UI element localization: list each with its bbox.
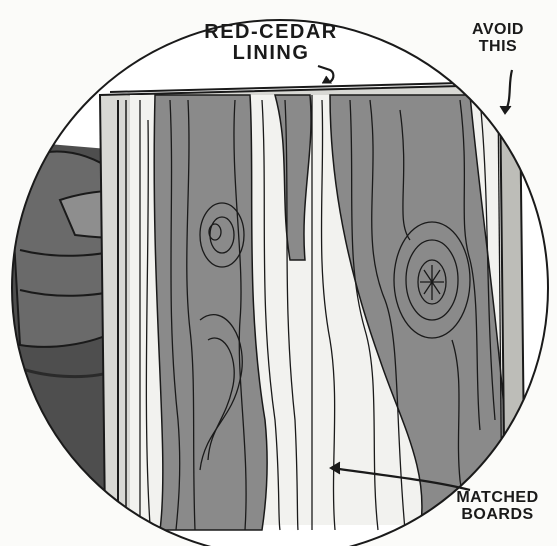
red-cedar-lining-label: RED-CEDAR LINING xyxy=(186,22,356,64)
matched-line1: MATCHED xyxy=(440,490,555,507)
avoid-arrow xyxy=(505,70,512,112)
avoid-line1: AVOID xyxy=(448,22,548,39)
avoid-line2: THIS xyxy=(448,39,548,56)
matched-boards-label: MATCHED BOARDS xyxy=(440,490,555,524)
avoid-this-label: AVOID THIS xyxy=(448,22,548,56)
red-cedar-line1: RED-CEDAR xyxy=(186,22,356,43)
matched-line2: BOARDS xyxy=(440,507,555,524)
red-cedar-line2: LINING xyxy=(186,43,356,64)
